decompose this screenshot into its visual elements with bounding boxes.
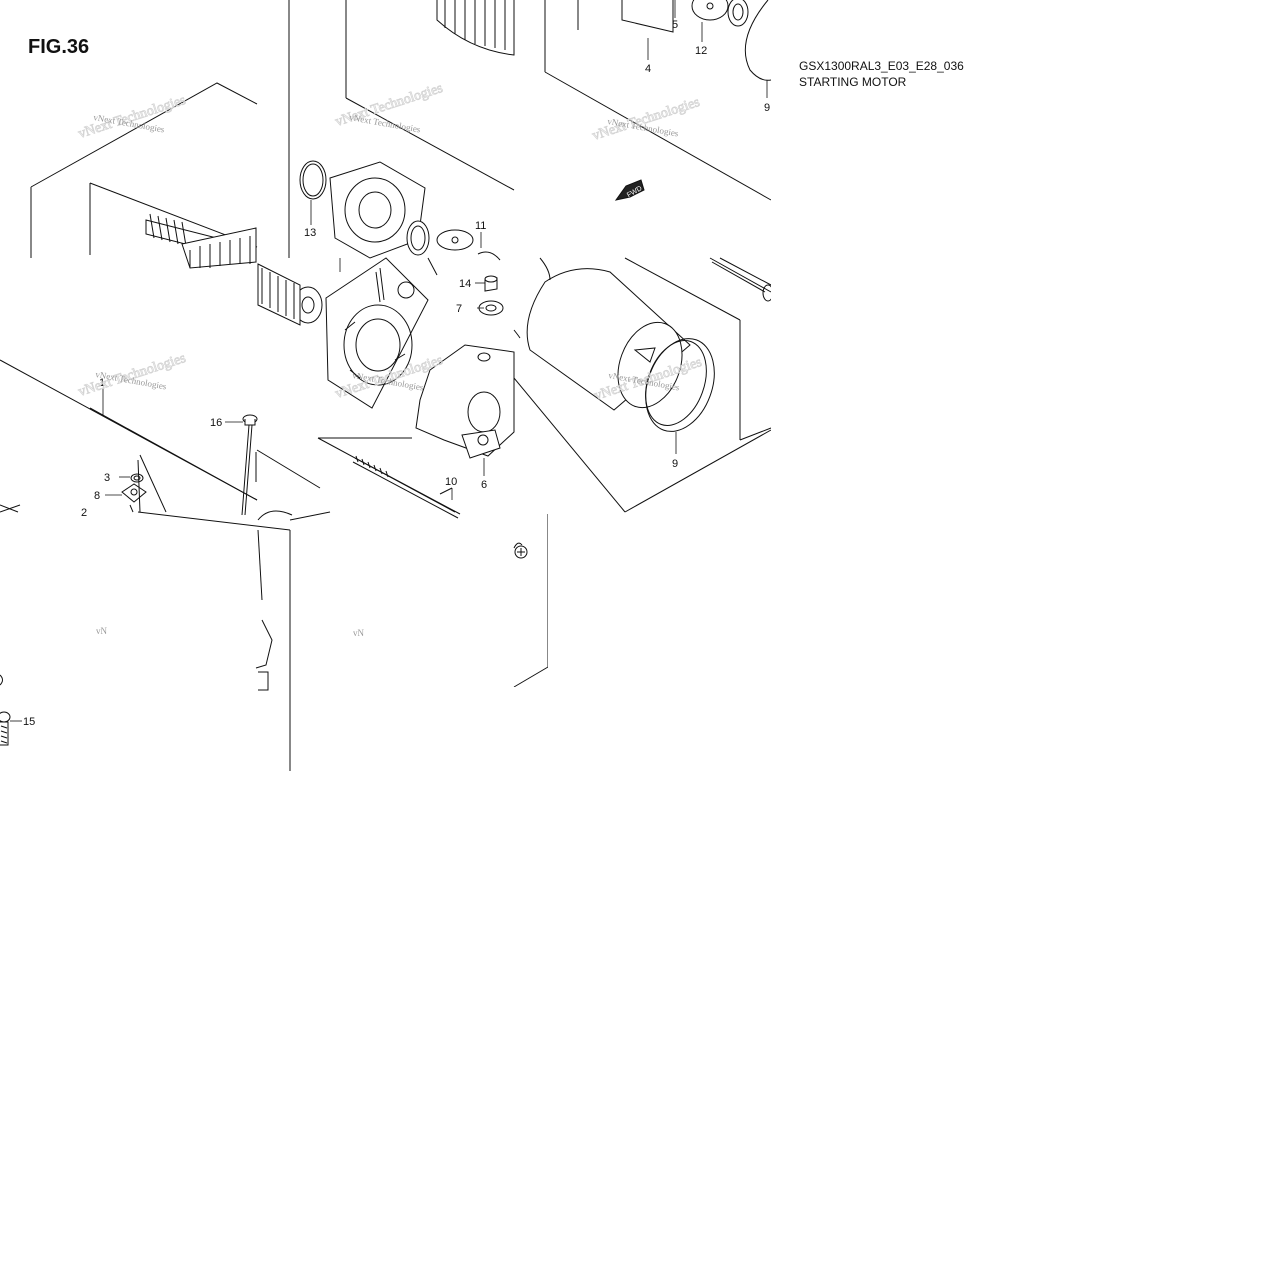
forward-direction-arrow: FWD [614,179,645,201]
callout-9-top: 9 [764,102,770,114]
bolt-16 [241,414,258,516]
bottom-parts [0,510,528,746]
terminal-parts [0,454,167,513]
washers-top-right [621,0,772,81]
callout-labels: 1 2 3 4 5 6 7 8 9 9 10 11 12 13 14 15 16 [23,19,770,728]
panel-frames [0,0,772,771]
callout-11: 11 [475,220,486,232]
callout-10: 10 [445,476,457,488]
watermark: vNext Technologies [349,112,422,134]
callout-6: 6 [481,479,487,491]
callout-1: 1 [99,377,105,389]
armature-shaft [145,213,257,269]
callout-8: 8 [94,490,100,502]
commutator [257,263,323,326]
yoke-housing [513,257,715,432]
model-code: GSX1300RAL3_E03_E28_036 [799,59,964,73]
callout-3: 3 [104,472,110,484]
callout-13: 13 [304,227,316,239]
callout-14: 14 [459,278,471,290]
callout-9-bottom: 9 [672,458,678,470]
front-housing [415,344,515,459]
leader-lines [10,0,768,722]
watermark-clipped: vN [96,626,108,636]
small-parts [477,251,504,316]
armature-coil [436,0,515,56]
rear-end-cover [299,160,474,259]
watermark-clipped: vN [353,628,365,638]
callout-12: 12 [695,45,707,57]
callout-15: 15 [23,716,35,728]
callout-7: 7 [456,303,462,315]
brush-holder [325,257,429,409]
callout-16: 16 [210,417,222,429]
callout-2: 2 [81,507,87,519]
figure-number: FIG.36 [28,36,90,58]
callout-5: 5 [672,19,678,31]
diagram-title: STARTING MOTOR [799,75,907,89]
through-bolt [352,455,461,519]
callout-4: 4 [645,63,651,75]
